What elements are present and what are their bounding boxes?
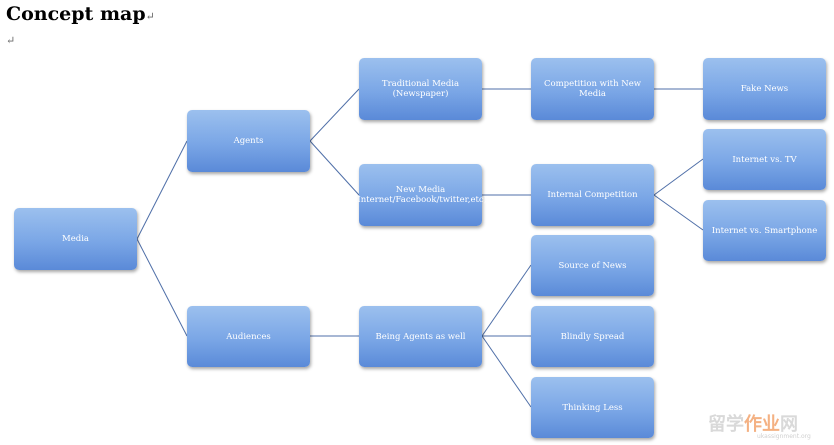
node-agents: Agents [187,110,310,172]
node-fake-news: Fake News [703,58,826,120]
node-competition-new-media: Competition with New Media [531,58,654,120]
node-being-agents-label: Being Agents as well [375,331,466,342]
node-traditional-media-label: Traditional Media (Newspaper) [381,79,460,99]
watermark-logo: 留学作业网 [708,410,798,436]
watermark-text-1: 留学 [708,414,744,435]
watermark-text-2: 作业 [744,414,780,435]
node-thinking-less-label: Thinking Less [562,402,623,413]
link-media-audiences [136,238,188,337]
link-internal-tv [653,158,704,196]
watermark-url: ukassignment.org [757,433,811,440]
link-beingagents-thinking [481,335,532,408]
node-new-media-label: New Media (Internet/Facebook/twitter,etc… [354,185,487,205]
node-internet-vs-smartphone-label: Internet vs. Smartphone [711,225,818,236]
node-source-of-news: Source of News [531,235,654,296]
link-agents-traditional [309,88,360,142]
node-being-agents: Being Agents as well [359,306,482,367]
node-audiences: Audiences [187,306,310,367]
node-internet-vs-tv-label: Internet vs. TV [732,154,797,165]
node-agents-label: Agents [233,136,264,146]
node-internal-competition-label: Internal Competition [547,190,638,200]
node-fake-news-label: Fake News [740,84,789,94]
node-audiences-label: Audiences [226,331,271,342]
node-media-label: Media [62,234,89,244]
node-internet-vs-smartphone: Internet vs. Smartphone [703,200,826,261]
node-media: Media [14,208,137,270]
empty-paragraph-mark: ↵ [6,34,16,47]
node-source-of-news-label: Source of News [558,260,627,271]
node-traditional-media: Traditional Media (Newspaper) [359,58,482,120]
node-new-media: New Media (Internet/Facebook/twitter,etc… [354,164,487,226]
node-competition-new-media-label: Competition with New Media [543,79,642,99]
page-heading: Concept map↵ [6,3,155,25]
link-agents-newmedia [309,140,360,196]
node-internal-competition: Internal Competition [531,164,654,226]
link-internal-smartphone [653,194,704,231]
node-blindly-spread-label: Blindly Spread [560,331,625,342]
paragraph-mark: ↵ [145,10,155,23]
link-beingagents-source [481,264,532,337]
node-blindly-spread: Blindly Spread [531,306,654,367]
link-media-agents [136,140,188,240]
node-internet-vs-tv: Internet vs. TV [703,129,826,190]
node-thinking-less: Thinking Less [531,377,654,438]
watermark-text-3: 网 [780,414,798,435]
heading-text: Concept map [6,3,146,25]
